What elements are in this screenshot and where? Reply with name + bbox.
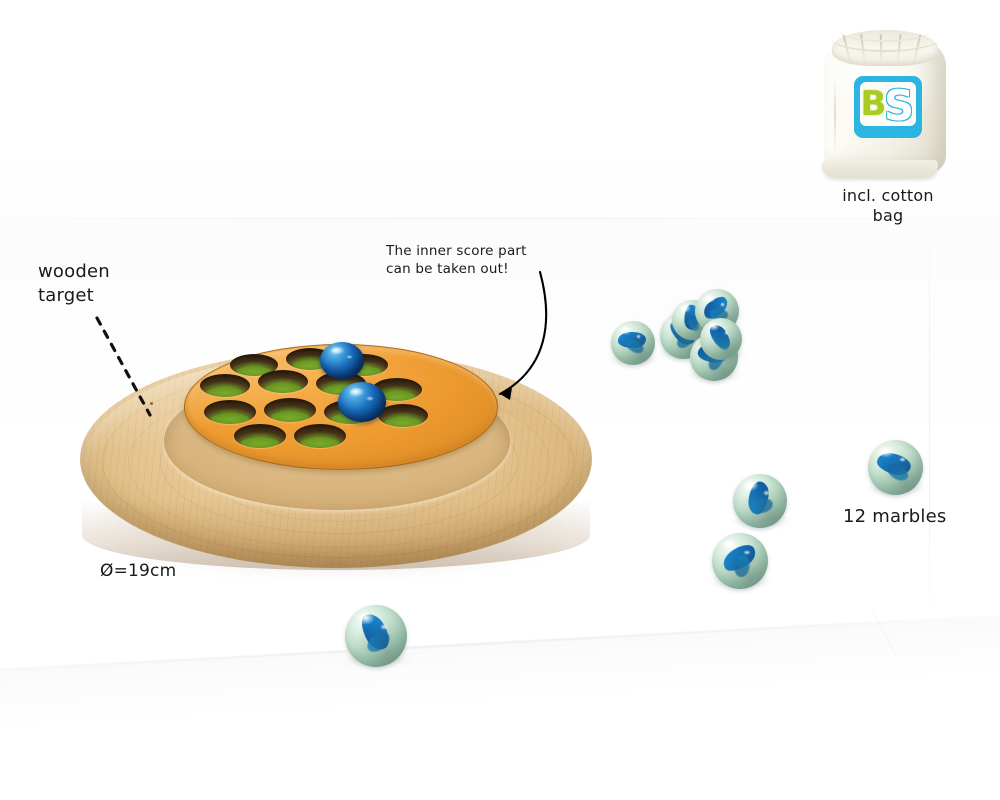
marble-shading — [868, 440, 923, 495]
score-hole[interactable] — [234, 424, 286, 448]
backdrop-seam — [0, 218, 1000, 219]
seated-marble[interactable] — [338, 382, 386, 423]
score-hole[interactable] — [204, 400, 256, 424]
score-hole[interactable] — [200, 374, 250, 397]
marble-highlight-small — [345, 354, 353, 359]
bag-drawstring — [830, 24, 940, 52]
marble-highlight — [331, 347, 345, 356]
marble[interactable] — [868, 440, 923, 495]
marble-highlight — [704, 294, 717, 304]
marble-highlight-small — [635, 334, 642, 339]
caption-cotton-bag: incl. cotton bag — [842, 186, 934, 225]
cotton-bag: B S — [812, 22, 957, 187]
marble-highlight — [880, 447, 895, 458]
wooden-target — [72, 320, 602, 590]
bag-foot — [822, 160, 938, 178]
marble-highlight — [620, 326, 633, 336]
marble[interactable] — [700, 318, 742, 360]
score-hole[interactable] — [258, 370, 308, 393]
caption-inner-score-part: The inner score part can be taken out! — [386, 243, 527, 277]
marble-highlight — [724, 540, 739, 551]
score-hole[interactable] — [378, 404, 428, 427]
marble-highlight-small — [743, 549, 751, 556]
marble-highlight — [350, 387, 365, 397]
caption-marble-count: 12 marbles — [843, 506, 947, 527]
bag-fold — [834, 78, 836, 152]
marble-shading — [611, 321, 655, 365]
marble-highlight — [358, 613, 375, 625]
logo-letter-s: S — [883, 81, 915, 130]
marble-highlight — [680, 305, 692, 313]
logo-letter-b: B — [860, 84, 887, 124]
bs-logo: B S — [854, 76, 922, 138]
score-hole[interactable] — [230, 354, 278, 376]
score-hole[interactable] — [264, 398, 316, 422]
marble-highlight-small — [763, 490, 771, 496]
marble-highlight — [709, 323, 721, 332]
seated-marble[interactable] — [320, 342, 364, 379]
score-hole[interactable] — [294, 424, 346, 448]
bag-drawstring-secondary — [840, 20, 930, 42]
marble-highlight-small — [898, 456, 906, 462]
logo-inner-panel — [860, 82, 916, 126]
caption-diameter: Ø=19cm — [100, 561, 177, 581]
marble-shading — [700, 318, 742, 360]
caption-wooden-target: wooden target — [38, 261, 110, 306]
marble[interactable] — [611, 321, 655, 365]
marble-highlight-small — [719, 302, 726, 307]
marble[interactable] — [712, 533, 768, 589]
marble-highlight-small — [365, 395, 374, 401]
marble-highlight — [744, 481, 759, 492]
marble-highlight-small — [379, 623, 388, 630]
marble[interactable] — [345, 605, 407, 667]
marble-shading — [712, 533, 768, 589]
marble-shading — [345, 605, 407, 667]
panel-right-edge — [929, 216, 930, 626]
wood-pinhole — [150, 402, 153, 405]
marble-highlight-small — [723, 330, 729, 335]
marble-shading — [733, 474, 787, 528]
marble[interactable] — [733, 474, 787, 528]
